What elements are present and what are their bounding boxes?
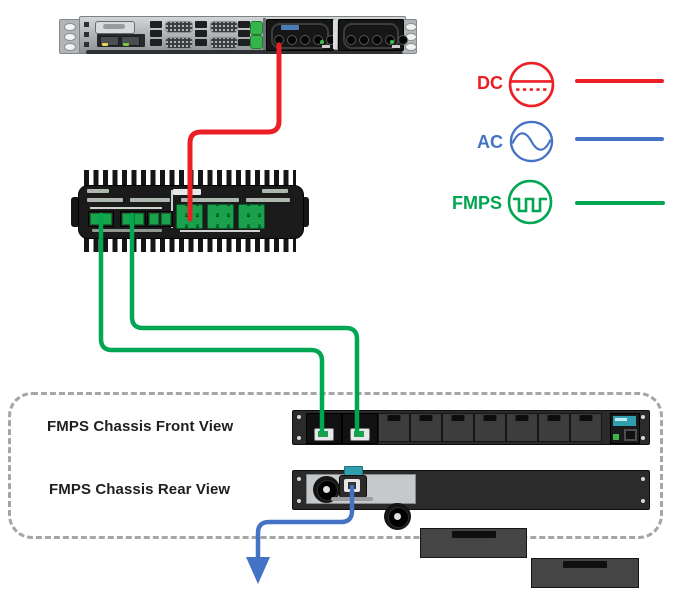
empty-slot-cover [506, 413, 538, 442]
legend-label-ac: AC [477, 132, 503, 152]
dc-source-icon [508, 61, 555, 108]
empty-slot-row [378, 413, 602, 442]
converter-mount-tab-right [300, 197, 309, 227]
port-led-green [123, 43, 129, 46]
empty-slot-cover [474, 413, 506, 442]
chassis-screw [297, 415, 301, 419]
router-psu-2 [338, 19, 408, 51]
router-green-clip [250, 21, 263, 35]
port-led-amber [102, 43, 108, 46]
converter-text [130, 198, 170, 202]
psu-mark [322, 45, 330, 48]
serial-connector [210, 21, 238, 33]
rack-ear-hole [64, 33, 76, 41]
chassis-screw [641, 436, 645, 440]
rack-ear-hole [405, 43, 417, 51]
converter-input-terminal-3 [238, 204, 265, 229]
legend-line-fmps [575, 201, 665, 205]
router-psu-1 [266, 19, 336, 51]
chassis-screw [297, 436, 301, 440]
rack-ear-hole [405, 23, 417, 31]
cord-retention-bracket [331, 497, 373, 501]
converter-text [87, 198, 123, 202]
converter-logo [173, 189, 201, 195]
psu-terminals [274, 35, 336, 45]
controller-ethernet-port [624, 429, 637, 441]
psu-mark [392, 45, 400, 48]
router-status-block [84, 22, 89, 27]
router-rack-ear-left [59, 19, 81, 54]
panel-handle [451, 531, 496, 538]
rack-ear-hole [64, 23, 76, 31]
converter-input-terminal-2 [207, 204, 234, 229]
legend-label-dc: DC [477, 73, 503, 93]
module-connector [314, 428, 334, 441]
converter-text [262, 189, 288, 193]
converter-bus-line [90, 207, 162, 209]
fmps-chassis-rear-label: FMPS Chassis Rear View [49, 481, 231, 498]
rear-blank-panel-1 [420, 528, 527, 558]
rear-blank-panel-2 [531, 558, 639, 588]
legend-line-ac [575, 137, 664, 141]
ethernet-port [100, 36, 119, 46]
router-interface-ports [150, 21, 162, 47]
router-green-clip [250, 35, 263, 49]
converter-output-terminal-2 [120, 211, 146, 227]
psu-terminals [346, 35, 408, 45]
chassis-screw [641, 415, 645, 419]
serial-connector [165, 21, 193, 33]
module-connector [350, 428, 370, 441]
serial-connector [210, 37, 238, 49]
empty-slot-cover [538, 413, 570, 442]
router-status-block [84, 32, 89, 37]
psu-led [320, 40, 324, 44]
converter-mount-tab-left [71, 197, 80, 227]
empty-slot-cover [410, 413, 442, 442]
router-interface-ports [238, 21, 250, 47]
fmps-power-module-1 [306, 413, 342, 444]
router-bay-divider [263, 18, 266, 50]
psu-label [281, 25, 299, 30]
chassis-screw [641, 477, 645, 481]
controller-label [613, 416, 636, 426]
converter-bracket-line [180, 230, 260, 232]
empty-slot-cover [442, 413, 474, 442]
psu-separator [333, 20, 337, 49]
fmps-chassis-front [292, 410, 650, 445]
chassis-screw [297, 499, 301, 503]
router-console-slot [103, 24, 125, 29]
legend-line-dc [575, 79, 664, 83]
ethernet-port [121, 36, 140, 46]
converter-output-terminal-1 [88, 211, 114, 227]
fmps-chassis-front-label: FMPS Chassis Front View [47, 418, 234, 435]
converter-text [87, 189, 109, 193]
cooling-fan-2 [384, 503, 411, 530]
serial-connector [165, 37, 193, 49]
chassis-screw [297, 477, 301, 481]
psu-led [390, 40, 394, 44]
ac-source-icon [509, 120, 554, 163]
fmps-power-module-2 [342, 413, 378, 444]
converter-text [92, 229, 162, 232]
router-rack-ear-right [402, 19, 417, 54]
converter-text [181, 198, 239, 202]
empty-slot-cover [378, 413, 410, 442]
converter-output-terminal-3 [147, 211, 173, 227]
converter-section-divider [171, 190, 173, 228]
empty-slot-cover [570, 413, 602, 442]
router-interface-ports [195, 21, 207, 47]
router-mgmt-ethernet-ports [97, 34, 145, 47]
router-status-block [84, 42, 89, 47]
converter-text [246, 198, 290, 202]
chassis-screw [641, 499, 645, 503]
power-inlet-pins [348, 482, 356, 489]
fmps-source-icon [507, 179, 553, 225]
fmps-controller-module [610, 413, 640, 444]
legend-label-fmps: FMPS [451, 193, 502, 213]
panel-handle [563, 561, 607, 568]
ac-arrow-head [246, 557, 270, 584]
converter-input-terminal-1 [176, 204, 203, 229]
controller-led [613, 434, 619, 440]
rack-ear-hole [64, 43, 76, 51]
